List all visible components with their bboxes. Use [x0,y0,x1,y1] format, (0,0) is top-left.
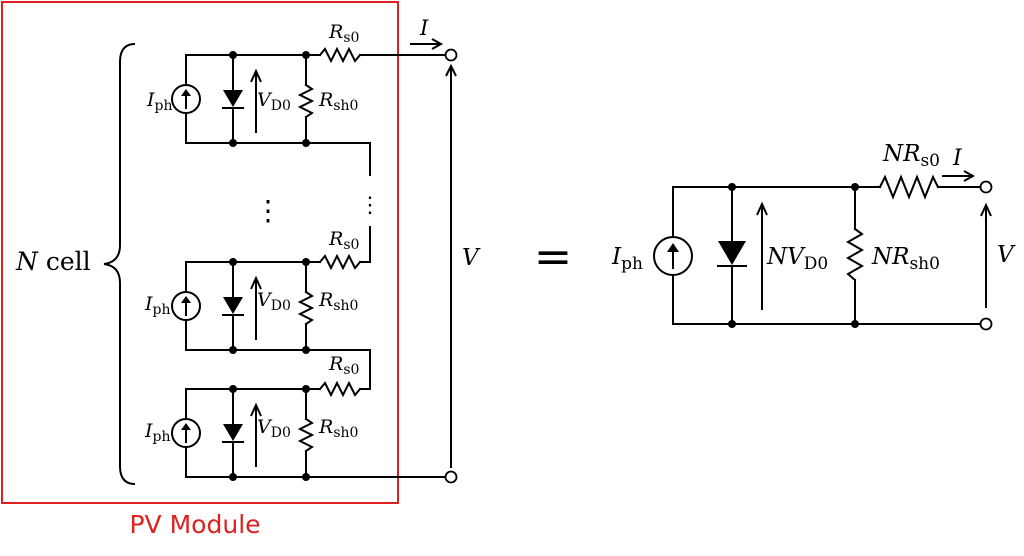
n-cell-label: N cell [15,247,91,276]
pv-cell-2 [171,257,313,355]
svg-text:VD0: VD0 [257,289,291,314]
ellipsis-right: ⋮ [359,193,381,218]
ellipsis-left: ⋮ [254,194,282,227]
series-resistor-2 [319,255,361,269]
svg-text:Iph: Iph [146,89,173,114]
svg-text:VD0: VD0 [257,89,291,114]
svg-text:Rsh0: Rsh0 [318,416,358,441]
svg-text:I: I [952,146,963,171]
equivalent-circuit [653,170,993,331]
svg-text:V: V [997,242,1016,268]
pv-cell-1 [171,50,313,148]
equivalent-labels: Iph NVD0 NRsh0 NRs0 I V [611,141,1016,274]
cell-labels: Iph VD0 Rsh0 Rs0 Iph VD0 Rsh0 Rs0 Iph VD… [144,21,359,445]
series-resistor-1 [319,48,361,62]
svg-text:VD0: VD0 [257,416,291,441]
svg-text:Rs0: Rs0 [328,228,359,253]
svg-text:NRsh0: NRsh0 [871,244,940,274]
pv-module-label: PV Module [129,510,260,539]
svg-text:Iph: Iph [144,293,171,318]
svg-text:Rsh0: Rsh0 [318,289,358,314]
svg-text:Iph: Iph [144,420,171,445]
svg-text:NVD0: NVD0 [766,244,828,274]
svg-text:I: I [419,16,429,40]
pv-cell-3 [171,384,313,482]
module-output: I V [410,16,481,484]
svg-text:Rs0: Rs0 [328,353,359,378]
equals-sign: = [534,229,573,283]
n-cell-brace [103,43,136,485]
module-wires [305,54,447,478]
svg-text:V: V [462,245,481,271]
svg-text:NRs0: NRs0 [882,141,940,171]
pv-module-border [1,1,399,504]
svg-text:Rsh0: Rsh0 [318,89,358,114]
series-resistor-3 [319,382,361,396]
svg-text:Iph: Iph [611,244,643,274]
svg-text:Rs0: Rs0 [328,21,359,46]
